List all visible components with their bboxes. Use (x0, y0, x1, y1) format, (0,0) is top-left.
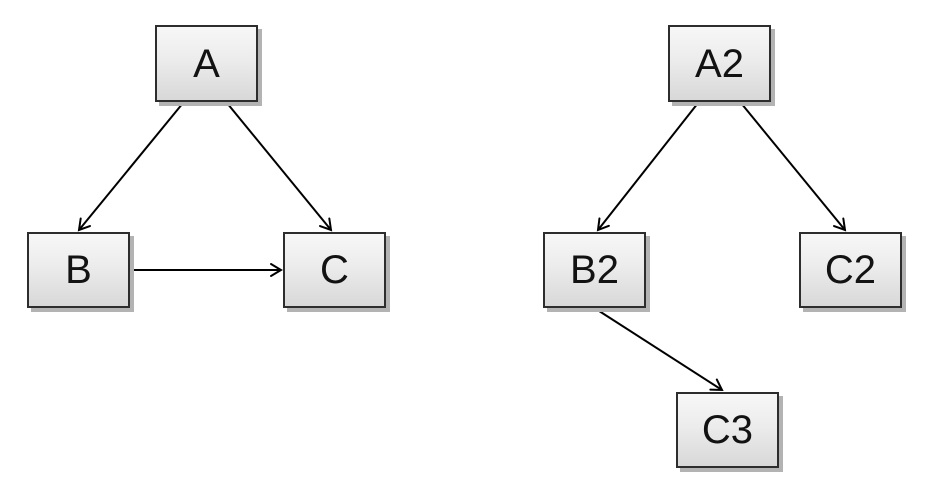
edge-B2-to-C3[interactable] (595, 308, 724, 392)
edge-A2-to-B2[interactable] (596, 102, 699, 232)
edge-A2-to-C2[interactable] (740, 102, 847, 232)
node-C-label: C (320, 248, 349, 292)
node-A2[interactable]: A2 (668, 25, 771, 102)
node-C3[interactable]: C3 (676, 392, 779, 468)
node-C[interactable]: C (283, 232, 386, 308)
node-C2-label: C2 (824, 248, 877, 292)
node-B-label: B (65, 248, 92, 292)
node-A-label: A (193, 41, 220, 86)
edge-A-to-C[interactable] (226, 102, 333, 232)
node-C2[interactable]: C2 (799, 232, 902, 308)
node-A2-label: A2 (695, 41, 744, 86)
node-A[interactable]: A (155, 25, 258, 102)
node-B2-label: B2 (570, 248, 619, 292)
node-B[interactable]: B (27, 232, 130, 308)
edge-A-to-B[interactable] (77, 102, 184, 232)
node-C3-label: C3 (701, 408, 754, 452)
node-B2[interactable]: B2 (543, 232, 646, 308)
